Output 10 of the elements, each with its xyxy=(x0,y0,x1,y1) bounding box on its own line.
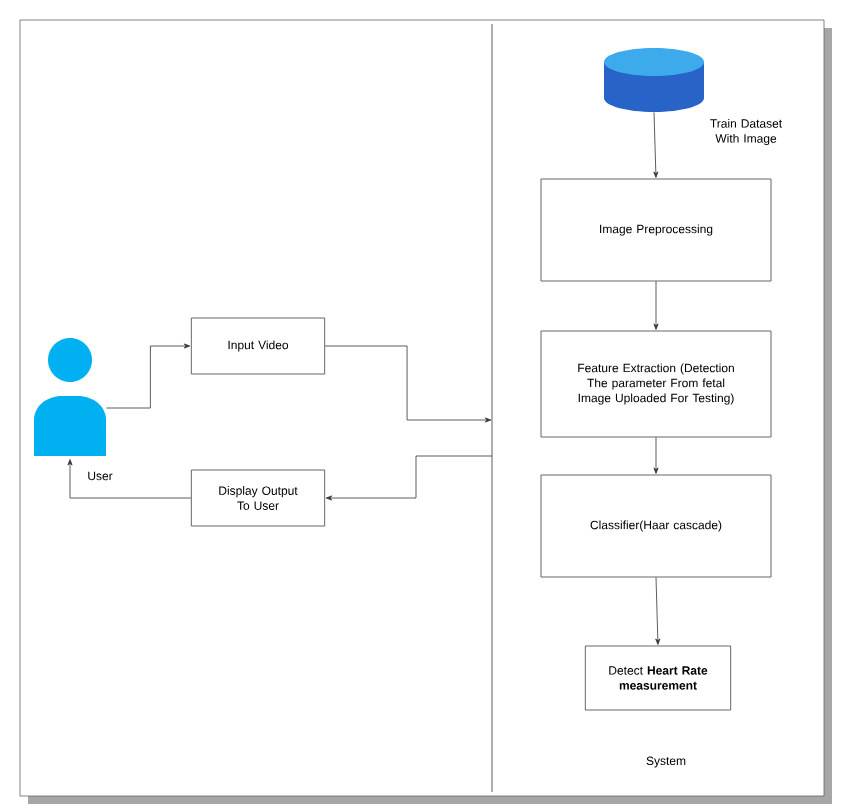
arrow xyxy=(67,459,192,499)
arrow xyxy=(653,112,659,178)
arrow xyxy=(106,343,191,409)
arrow xyxy=(655,577,661,645)
arrow xyxy=(324,345,492,423)
arrow xyxy=(653,437,659,474)
database-cylinder xyxy=(604,48,704,112)
arrow xyxy=(325,455,493,501)
person-icon xyxy=(34,338,106,456)
arrow xyxy=(653,281,659,330)
